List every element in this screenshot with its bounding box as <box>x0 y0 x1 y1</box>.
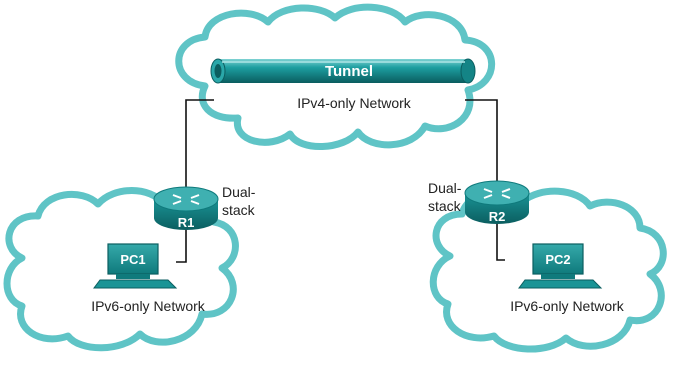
router-r2: R2 <box>464 180 530 224</box>
tunnel-label: Tunnel <box>325 63 373 80</box>
router-r2-label: R2 <box>489 209 506 224</box>
pc1-monitor <box>107 243 159 275</box>
pc2-monitor <box>532 243 584 275</box>
r1-dual-label: Dual- <box>222 184 256 200</box>
left-ipv6-network-label: IPv6-only Network <box>91 298 206 314</box>
router-r2-top <box>464 180 530 206</box>
links <box>176 99 505 263</box>
pc2-keyboard <box>518 279 603 289</box>
router-r1-label: R1 <box>178 215 195 230</box>
link-r1-pc1 <box>176 222 187 263</box>
link-r1-tunnel <box>185 99 214 196</box>
pc2-stand <box>541 274 575 279</box>
right-ipv6-network-label: IPv6-only Network <box>510 298 625 314</box>
router-r1-top <box>153 186 219 212</box>
pc1-stand <box>116 274 150 279</box>
router-arrows-icon <box>483 188 511 199</box>
link-r2-pc2 <box>496 216 505 261</box>
tunnel-right-end <box>460 58 476 84</box>
pc2-label: PC2 <box>545 252 570 267</box>
pc1: PC1 <box>93 243 178 289</box>
pc1-label: PC1 <box>120 252 145 267</box>
tunnel-pipe: Tunnel <box>210 58 476 84</box>
pc2: PC2 <box>518 243 603 289</box>
router-arrows-icon <box>172 194 200 205</box>
r2-dual-label: Dual- <box>428 180 462 196</box>
link-r2-tunnel <box>465 99 498 190</box>
ipv4-network-label: IPv4-only Network <box>297 95 412 111</box>
pc1-keyboard <box>93 279 178 289</box>
tunnel-left-opening <box>214 64 222 78</box>
r2-stack-label: stack <box>428 198 462 214</box>
router-r1: R1 <box>153 186 219 230</box>
r1-stack-label: stack <box>222 202 256 218</box>
